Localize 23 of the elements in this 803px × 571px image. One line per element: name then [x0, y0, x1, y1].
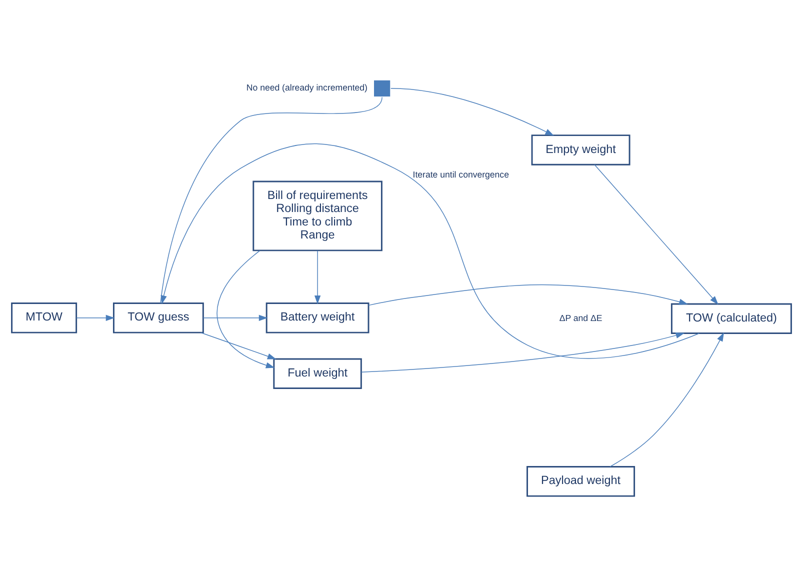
- node-box: TOW (calculated): [670, 302, 792, 334]
- arrow: [76, 314, 115, 320]
- node-box: Payload weight: [526, 466, 636, 496]
- node-box: Fuel weight: [273, 358, 362, 389]
- arrow: [200, 332, 276, 359]
- node-cross: [374, 80, 390, 96]
- arrow: [594, 164, 718, 304]
- node-box: TOW guess: [112, 302, 204, 333]
- arrow: [314, 250, 321, 304]
- node-box: Battery weight: [266, 302, 370, 333]
- node-box: Empty weight: [531, 134, 630, 165]
- arrow: [360, 332, 685, 372]
- arrow: [202, 314, 268, 320]
- node-box: Bill of requirements Rolling distance Time to climb Range: [252, 180, 382, 251]
- label: ΔP and ΔE: [559, 312, 602, 322]
- arrow: [160, 142, 700, 358]
- node-box: MTOW: [11, 302, 78, 333]
- arrow: [216, 250, 275, 368]
- edge-label: Iterate until convergence: [412, 169, 509, 180]
- arrow: [390, 88, 554, 136]
- arrow: [368, 284, 688, 306]
- node-label: No need (already incremented): [246, 82, 368, 92]
- arrow: [610, 332, 724, 467]
